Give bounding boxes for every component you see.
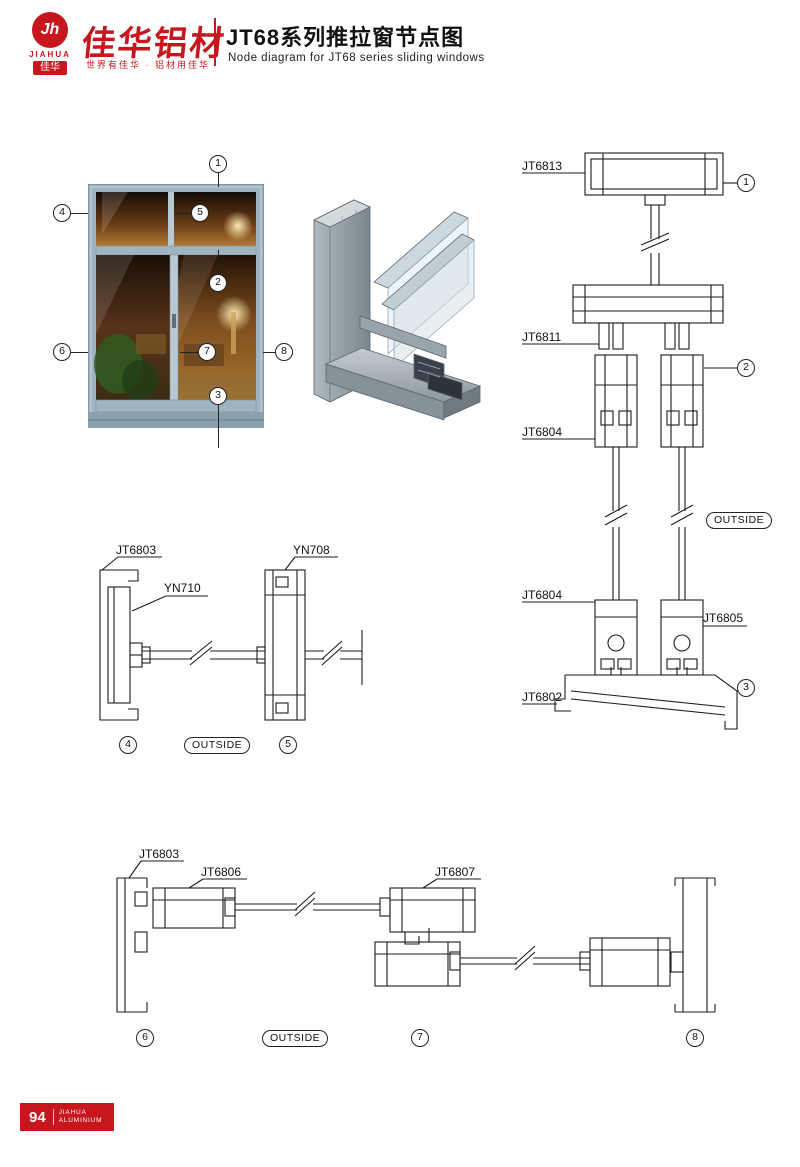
label-jt6803-bottom: JT6803: [139, 847, 180, 861]
outside-label-bottom: OUTSIDE: [262, 1030, 329, 1047]
panel-lines-right: [305, 630, 363, 685]
photo-callout-2: 2: [209, 274, 227, 292]
leader-line-1: [218, 173, 219, 187]
label-leader-lines: [128, 860, 481, 889]
section-callout-3: 3: [737, 679, 755, 697]
section-callout-6: 6: [136, 1029, 154, 1047]
panel-lines-1: [235, 891, 380, 920]
footer-brand-line2: ALUMINIUM: [58, 1117, 103, 1124]
label-jt6802: JT6802: [522, 690, 563, 704]
window-photo: [88, 184, 264, 428]
jt6807-profile-drawing: [379, 887, 476, 945]
brand-tagline: 世界有佳华 · 铝材用佳华: [86, 60, 210, 70]
label-jt6804-bottom: JT6804: [522, 588, 563, 602]
jiahua-logo-icon: Jh: [32, 12, 68, 48]
jt6803-profile-drawing: [99, 569, 143, 721]
section-callout-2: 2: [737, 359, 755, 377]
brand-logo: Jh JIAHUA 佳华: [24, 12, 76, 75]
section-callout-4: 4: [119, 736, 137, 754]
footer-divider: [52, 1109, 54, 1125]
label-jt6805: JT6805: [703, 611, 744, 625]
panel-lines-left: [141, 640, 266, 669]
photo-callout-6: 6: [53, 343, 71, 361]
section-callout-7: 7: [411, 1029, 429, 1047]
leader-line-7: [180, 352, 198, 353]
label-jt6813: JT6813: [522, 159, 563, 173]
section-callout-5: 5: [279, 736, 297, 754]
jt6806-profile-drawing: [152, 887, 236, 929]
leader-line-6: [71, 352, 88, 353]
page-header: Jh JIAHUA 佳华 佳华铝材 世界有佳华 · 铝材用佳华 JT68系列推拉…: [0, 0, 800, 90]
bottom-section-drawing: [85, 840, 735, 1050]
sash-top-profiles-drawing: [522, 354, 704, 448]
label-jt6807: JT6807: [435, 865, 476, 879]
label-jt6811: JT6811: [522, 330, 562, 344]
page-footer: 94 JIAHUA ALUMINIUM: [20, 1103, 114, 1131]
window-photo-image: [88, 184, 264, 428]
interlock-lower-profile-drawing: [374, 941, 461, 987]
footer-brand: JIAHUA ALUMINIUM: [54, 1109, 103, 1125]
jt6811-profile-drawing: [522, 284, 737, 369]
photo-callout-7: 7: [198, 343, 216, 361]
leader-line-2: [218, 250, 219, 274]
photo-callout-5: 5: [191, 204, 209, 222]
jt6803-jamb-drawing: [116, 877, 148, 1013]
label-leader-lines: [101, 556, 338, 612]
page-title: JT68系列推拉窗节点图: [226, 25, 465, 50]
header-divider: [214, 18, 216, 66]
outside-label-side: OUTSIDE: [184, 737, 251, 754]
footer-brand-line1: JIAHUA: [58, 1109, 87, 1116]
profile-3d-render: [296, 186, 492, 434]
vertical-section-drawing: [515, 145, 775, 770]
photo-callout-8: 8: [275, 343, 293, 361]
logo-badge: 佳华: [33, 61, 67, 75]
side-section-drawing: [80, 535, 380, 765]
page-subtitle: Node diagram for JT68 series sliding win…: [228, 52, 485, 64]
label-yn710: YN710: [164, 581, 201, 595]
photo-callout-4: 4: [53, 204, 71, 222]
section-callout-1: 1: [737, 174, 755, 192]
yn708-profile-drawing: [264, 569, 306, 721]
panel-lines-2: [460, 945, 590, 974]
right-jamb-drawing: [670, 877, 716, 1013]
leader-line-5: [176, 213, 191, 214]
label-jt6804-top: JT6804: [522, 425, 563, 439]
leader-line-3: [218, 405, 219, 448]
label-jt6806: JT6806: [201, 865, 242, 879]
label-yn708: YN708: [293, 543, 330, 557]
leader-line-8: [263, 352, 275, 353]
logo-name-text: JIAHUA: [29, 50, 71, 59]
glazing-lines-drawing: [604, 447, 694, 600]
photo-callout-1: 1: [209, 155, 227, 173]
jt6813-profile-drawing: [522, 152, 737, 285]
photo-callout-3: 3: [209, 387, 227, 405]
label-jt6803-side: JT6803: [116, 543, 157, 557]
page-number: 94: [29, 1108, 46, 1126]
jt6802-sill-drawing: [522, 667, 738, 730]
right-sash-profile-drawing: [579, 937, 671, 987]
leader-line-4: [71, 213, 88, 214]
outside-label-vertical: OUTSIDE: [706, 512, 773, 529]
section-callout-8: 8: [686, 1029, 704, 1047]
